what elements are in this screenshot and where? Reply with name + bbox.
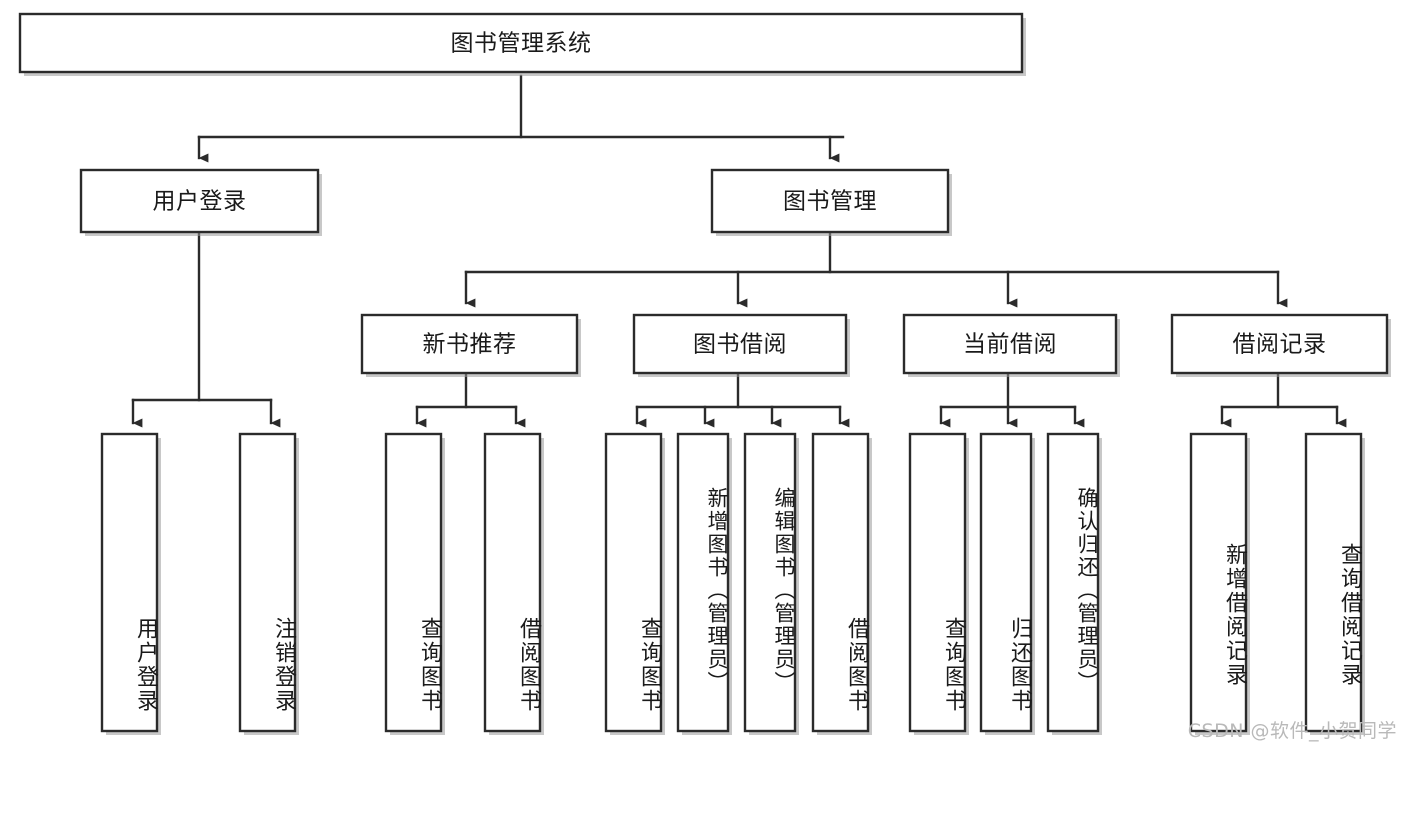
leaf-box-10[interactable] [979,432,1035,735]
watermark-text: CSDN @软件_小贺同学 [1187,720,1397,742]
node-user-login[interactable]: 用户登录 [79,168,322,236]
leaf-box-9[interactable] [908,432,969,735]
node-book-borrow-label: 图书借阅 [693,332,787,358]
leaf-box-5[interactable] [604,432,665,735]
diagram-canvas: 图书管理系统 用户登录 图书管理 新书推荐 [18,12,1397,742]
node-current-borrow-label: 当前借阅 [963,332,1057,358]
leaf-box-2[interactable] [238,432,299,735]
node-root[interactable]: 图书管理系统 [18,12,1026,76]
node-root-label: 图书管理系统 [451,31,592,57]
node-book-borrow[interactable]: 图书借阅 [632,313,850,377]
leaf-box-1[interactable] [100,432,161,735]
leaf-box-11[interactable] [1046,432,1102,735]
node-new-book-recommend-label: 新书推荐 [423,332,517,358]
leaf-box-4[interactable] [483,432,544,735]
flowchart-svg: 图书管理系统 用户登录 图书管理 新书推荐 [18,12,1391,735]
nodes-layer: 图书管理系统 用户登录 图书管理 新书推荐 [18,12,1391,735]
node-current-borrow[interactable]: 当前借阅 [902,313,1120,377]
node-borrow-record-label: 借阅记录 [1233,332,1327,358]
node-new-book-recommend[interactable]: 新书推荐 [360,313,581,377]
node-book-management-label: 图书管理 [783,189,877,215]
leaf-box-3[interactable] [384,432,445,735]
leaf-box-6[interactable] [676,432,732,735]
node-borrow-record[interactable]: 借阅记录 [1170,313,1391,377]
leaf-box-12[interactable] [1189,432,1250,735]
leaf-box-13[interactable] [1304,432,1365,735]
leaf-box-7[interactable] [743,432,799,735]
leaf-box-8[interactable] [811,432,872,735]
node-book-management[interactable]: 图书管理 [710,168,952,236]
node-user-login-label: 用户登录 [153,189,247,215]
edges-layer [131,74,1347,428]
